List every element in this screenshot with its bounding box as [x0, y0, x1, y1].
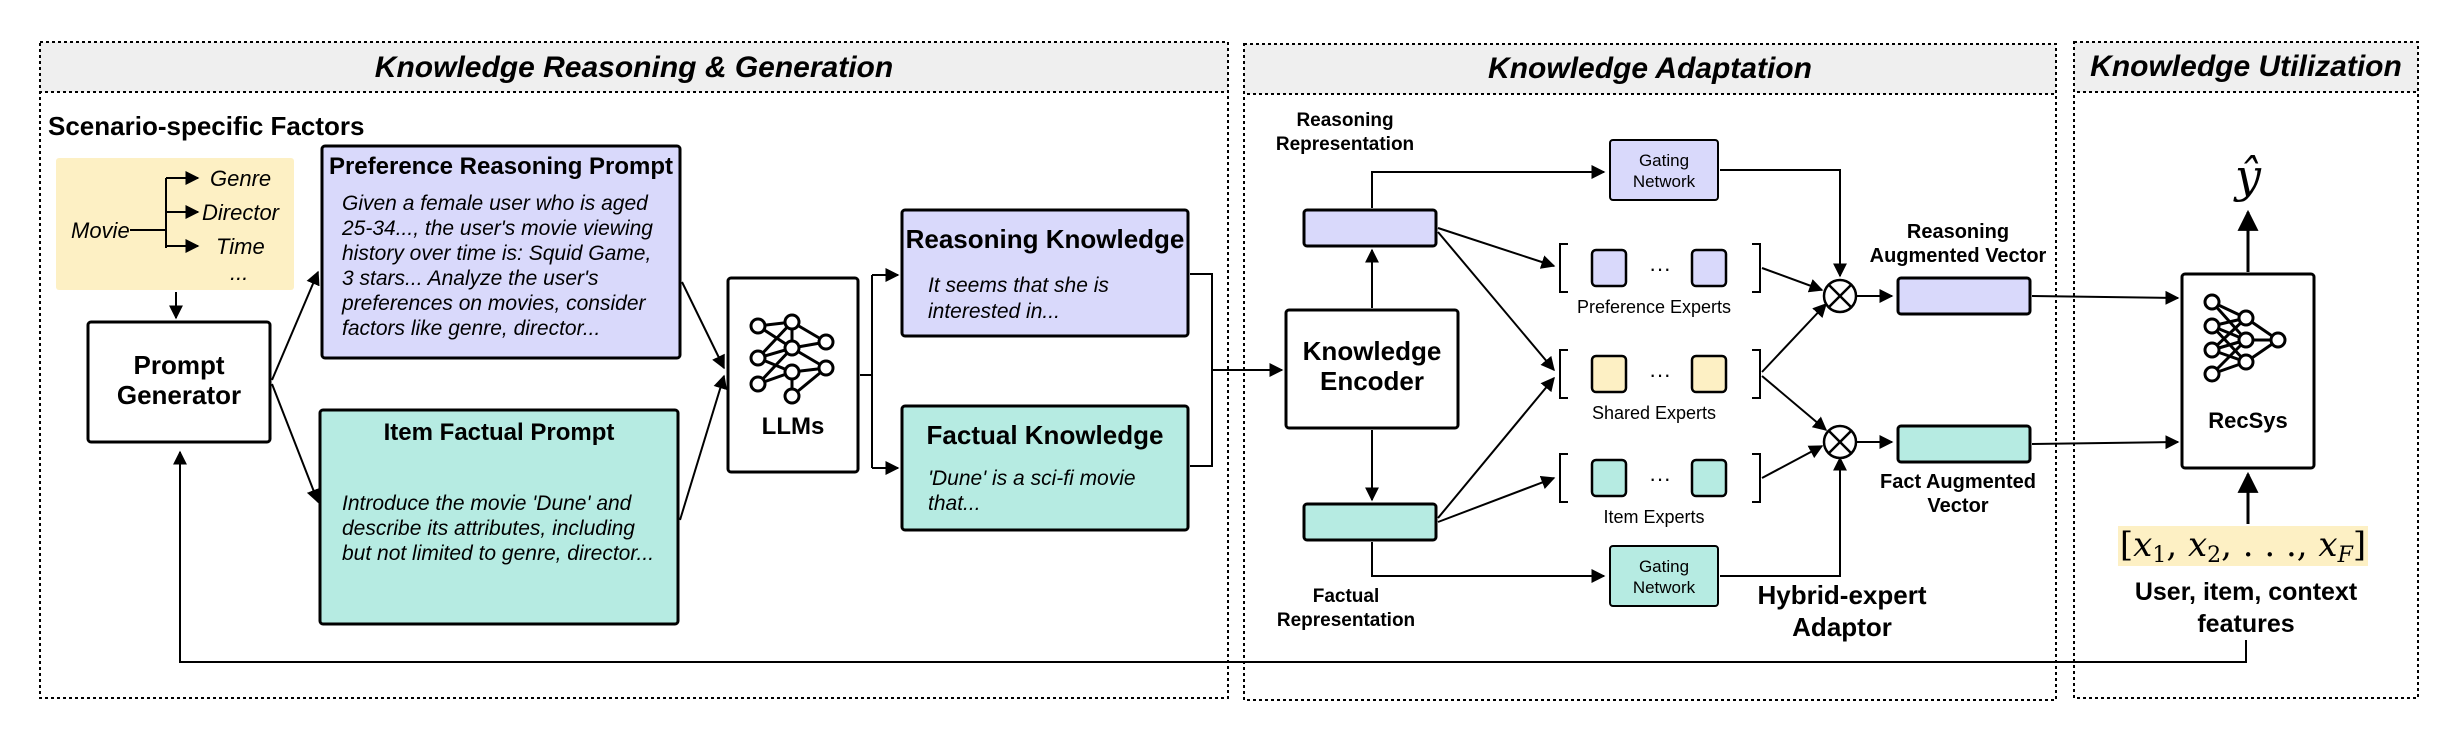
scenario-branch-director: Director	[202, 200, 281, 225]
knowledge-encoder: Knowledge Encoder	[1284, 308, 1460, 430]
reasoning-knowledge-line-0: It seems that she is	[928, 274, 1109, 297]
factual-representation-bar	[1302, 502, 1438, 542]
shared-expert-1	[1590, 354, 1628, 394]
item-expert-2	[1690, 458, 1728, 498]
item-experts-ellipsis: ···	[1649, 466, 1671, 491]
scenario-branch-time: Time	[216, 234, 265, 259]
reasoning-knowledge: Reasoning Knowledge It seems that she is…	[900, 208, 1190, 338]
scenario-branch-genre: Genre	[210, 166, 271, 191]
scenario-tree: Movie Genre Director Time ...	[56, 158, 294, 290]
reasoning-vector-line1: Reasoning	[1907, 221, 2009, 243]
gating-bottom-line2: Network	[1633, 578, 1696, 597]
item-prompt-line-2: but not limited to genre, director...	[342, 542, 654, 565]
scenario-root: Movie	[71, 218, 130, 243]
gating-network-bottom: Gating Network	[1609, 545, 1719, 607]
features-line1: User, item, context	[2135, 578, 2358, 606]
features-line2: features	[2197, 610, 2294, 638]
preference-prompt-line-2: history over time is: Squid Game,	[342, 242, 651, 265]
reasoning-augmented-vector-bar	[1896, 276, 2032, 316]
reasoning-representation-line1: Reasoning	[1296, 110, 1393, 131]
item-experts: ··· Item Experts	[1559, 453, 1761, 527]
scenario-branch-more: ...	[230, 260, 248, 285]
reasoning-vector-line2: Augmented Vector	[1870, 245, 2047, 267]
factual-knowledge-title: Factual Knowledge	[927, 420, 1164, 450]
item-experts-label: Item Experts	[1603, 507, 1704, 527]
section-utilization: Knowledge Utilization	[2073, 41, 2419, 699]
preference-experts-ellipsis: ···	[1649, 256, 1671, 281]
prompt-generator-line2: Generator	[117, 380, 241, 410]
reasoning-knowledge-title: Reasoning Knowledge	[906, 224, 1185, 254]
otimes-icon	[1822, 278, 1858, 314]
prompt-generator: Prompt Generator	[86, 320, 272, 444]
gating-bottom-line1: Gating	[1639, 557, 1689, 576]
item-prompt-line-0: Introduce the movie 'Dune' and	[342, 492, 633, 515]
fact-vector-line2: Vector	[1927, 495, 1988, 517]
item-factual-prompt: Item Factual Prompt Introduce the movie …	[318, 408, 680, 626]
shared-expert-2	[1690, 354, 1728, 394]
llms-label: LLMs	[762, 413, 825, 440]
prompt-generator-line1: Prompt	[134, 350, 225, 380]
otimes-icon	[1822, 424, 1858, 460]
gating-top-line1: Gating	[1639, 151, 1689, 170]
preference-prompt-line-4: preferences on movies, consider	[341, 292, 646, 315]
gating-network-top: Gating Network	[1609, 139, 1719, 201]
scenario-title: Scenario-specific Factors	[48, 111, 364, 141]
section-title-utilization: Knowledge Utilization	[2090, 50, 2402, 83]
reasoning-representation-line2: Representation	[1276, 134, 1414, 155]
shared-experts-ellipsis: ···	[1649, 362, 1671, 387]
item-prompt-title: Item Factual Prompt	[384, 419, 615, 446]
output-y-hat: ŷ	[2233, 149, 2262, 203]
preference-expert-1	[1590, 248, 1628, 288]
fact-augmented-vector-bar	[1896, 424, 2032, 464]
llms-block: LLMs	[726, 276, 860, 474]
shared-experts-label: Shared Experts	[1592, 403, 1716, 423]
knowledge-encoder-line2: Encoder	[1320, 366, 1424, 396]
preference-reasoning-prompt: Preference Reasoning Prompt Given a fema…	[320, 144, 682, 360]
factual-knowledge-line-0: 'Dune' is a sci-fi movie	[928, 467, 1136, 490]
preference-prompt-line-5: factors like genre, director...	[342, 317, 600, 340]
neural-network-icon	[2203, 293, 2287, 383]
preference-experts: ··· Preference Experts	[1559, 243, 1761, 317]
features-formula-bg	[2118, 526, 2368, 566]
preference-prompt-line-0: Given a female user who is aged	[342, 192, 649, 215]
factual-representation-line2: Representation	[1277, 610, 1415, 631]
recsys-label: RecSys	[2208, 408, 2288, 433]
factual-knowledge-line-1: that...	[928, 492, 981, 515]
fact-vector-line1: Fact Augmented	[1880, 471, 2036, 493]
preference-experts-label: Preference Experts	[1577, 297, 1731, 317]
features-formula: [x1, x2, . . ., xF]	[2120, 525, 2366, 568]
reasoning-knowledge-line-1: interested in...	[928, 300, 1060, 323]
reasoning-representation-bar	[1302, 208, 1438, 248]
hybrid-adaptor-line1: Hybrid-expert	[1757, 580, 1926, 610]
section-adaptation: Knowledge Adaptation	[1243, 43, 2057, 701]
preference-expert-2	[1690, 248, 1728, 288]
section-title-reasoning-generation: Knowledge Reasoning & Generation	[375, 51, 893, 84]
hybrid-adaptor-line2: Adaptor	[1792, 612, 1892, 642]
preference-prompt-title: Preference Reasoning Prompt	[329, 153, 673, 180]
knowledge-encoder-line1: Knowledge	[1303, 336, 1442, 366]
section-reasoning-generation: Knowledge Reasoning & Generation	[39, 41, 1229, 699]
shared-experts: ··· Shared Experts	[1559, 349, 1761, 423]
item-prompt-line-1: describe its attributes, including	[342, 517, 635, 540]
gating-top-line2: Network	[1633, 172, 1696, 191]
factual-knowledge: Factual Knowledge 'Dune' is a sci-fi mov…	[900, 404, 1190, 532]
recsys-block: RecSys	[2180, 272, 2316, 470]
factual-representation-line1: Factual	[1313, 586, 1380, 607]
neural-network-icon	[749, 313, 835, 405]
section-title-adaptation: Knowledge Adaptation	[1488, 52, 1812, 85]
item-expert-1	[1590, 458, 1628, 498]
preference-prompt-line-3: 3 stars... Analyze the user's	[342, 267, 599, 290]
preference-prompt-line-1: 25-34..., the user's movie viewing	[341, 217, 653, 240]
